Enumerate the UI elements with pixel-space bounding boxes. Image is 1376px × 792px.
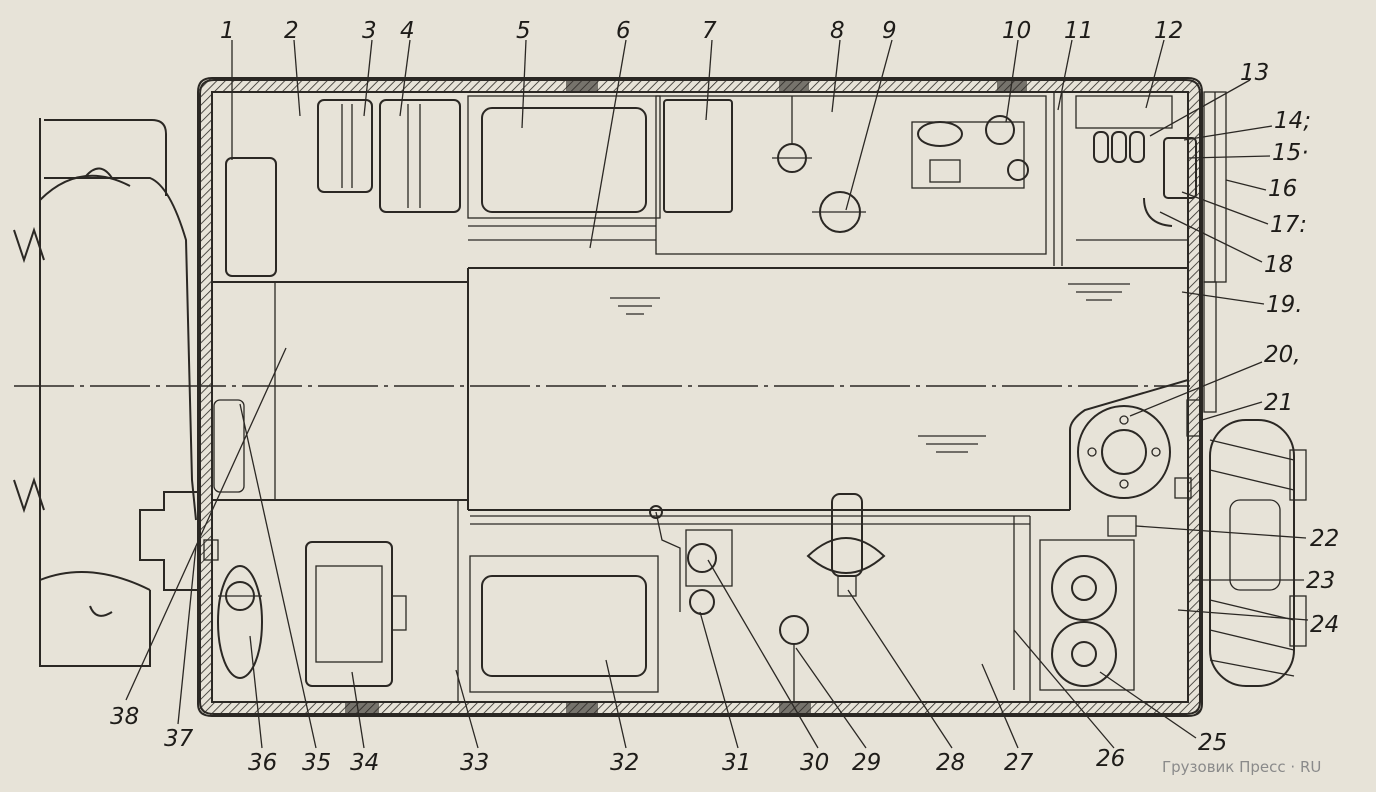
cab-outline	[13, 118, 219, 667]
callout-12: 12	[1154, 18, 1183, 44]
callout-5: 5	[516, 18, 531, 44]
callout-33: 33	[460, 750, 489, 776]
callout-23: 23	[1306, 568, 1335, 594]
callout-18: 18	[1264, 252, 1293, 278]
callout-1: 1	[220, 18, 235, 44]
lower-left-compartment	[213, 399, 459, 702]
callout-16: 16	[1268, 176, 1297, 202]
callout-36: 36	[248, 750, 277, 776]
callout-8: 8	[830, 18, 845, 44]
callout-labels: 1 2 3 4 5 6 7 8 9 10 11 12 13 14; 15· 16…	[110, 18, 1339, 776]
callout-19: 19.	[1266, 292, 1303, 318]
callout-38: 38	[110, 704, 139, 730]
callout-11: 11	[1064, 18, 1093, 44]
callout-27: 27	[1004, 750, 1034, 776]
floor-aisle	[14, 267, 1190, 511]
callout-2: 2	[284, 18, 299, 44]
body-wall	[197, 77, 1203, 717]
callout-29: 29	[852, 750, 881, 776]
upper-left-compartment	[225, 95, 733, 277]
callout-3: 3	[362, 18, 377, 44]
callout-30: 30	[800, 750, 829, 776]
upper-middle-compartment	[655, 92, 1063, 266]
callout-4: 4	[400, 18, 415, 44]
callout-7: 7	[702, 18, 717, 44]
callout-22: 22	[1310, 526, 1339, 552]
callout-28: 28	[936, 750, 965, 776]
wall-openings	[345, 80, 1027, 714]
callout-26: 26	[1096, 746, 1125, 772]
leader-lines	[125, 39, 1309, 749]
callout-15: 15·	[1272, 140, 1309, 166]
callout-35: 35	[302, 750, 331, 776]
callout-37: 37	[164, 726, 194, 752]
watermark: Грузовик Пресс · RU	[1162, 758, 1321, 776]
callout-9: 9	[882, 18, 897, 44]
callout-6: 6	[616, 18, 631, 44]
callout-10: 10	[1002, 18, 1031, 44]
callout-20: 20,	[1264, 342, 1301, 368]
lower-middle-compartment	[469, 493, 1031, 702]
callout-21: 21	[1264, 390, 1293, 416]
callout-32: 32	[610, 750, 639, 776]
heater-unit	[1077, 405, 1171, 499]
item-1	[225, 157, 277, 277]
callout-25: 25	[1198, 730, 1227, 756]
battery-units	[1039, 539, 1135, 691]
callout-17: 17:	[1270, 212, 1307, 238]
callout-34: 34	[350, 750, 379, 776]
callout-13: 13	[1240, 60, 1269, 86]
spare-wheel	[1209, 419, 1307, 687]
callout-14: 14;	[1274, 108, 1311, 134]
upper-right-compartment	[1075, 95, 1197, 241]
callout-31: 31	[722, 750, 751, 776]
callout-24: 24	[1310, 612, 1339, 638]
